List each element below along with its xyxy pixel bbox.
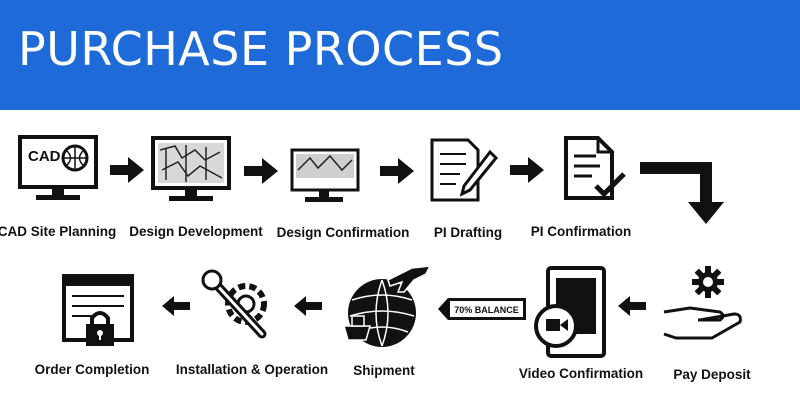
arrow-right-icon: [110, 157, 144, 183]
step-label: Pay Deposit: [673, 367, 751, 382]
arrow-left-icon: [618, 296, 646, 316]
arrow-right-icon: [244, 158, 278, 184]
header-banner: PURCHASE PROCESS: [0, 0, 800, 110]
page-title: PURCHASE PROCESS: [18, 22, 504, 76]
step-label: CAD Site Planning: [0, 224, 117, 239]
step-label: PI Drafting: [433, 225, 503, 240]
arrow-turn-down-icon: [640, 162, 724, 224]
arrow-right-icon: [380, 158, 414, 184]
balance-arrow-icon: 70% BALANCE: [438, 298, 526, 320]
arrow-right-icon: [510, 157, 544, 183]
step-label: Design Development: [129, 224, 263, 239]
step-label: Installation & Operation: [175, 362, 329, 377]
step-label: Order Completion: [34, 362, 150, 377]
arrow-left-icon: [294, 296, 322, 316]
balance-label: 70% BALANCE: [454, 305, 519, 315]
step-label: PI Confirmation: [530, 224, 632, 239]
step-label: Design Confirmation: [276, 225, 410, 240]
arrow-left-icon: [162, 296, 190, 316]
cad-icon-text: CAD: [28, 148, 61, 165]
step-label: Video Confirmation: [518, 366, 644, 381]
step-label: Shipment: [353, 363, 415, 378]
